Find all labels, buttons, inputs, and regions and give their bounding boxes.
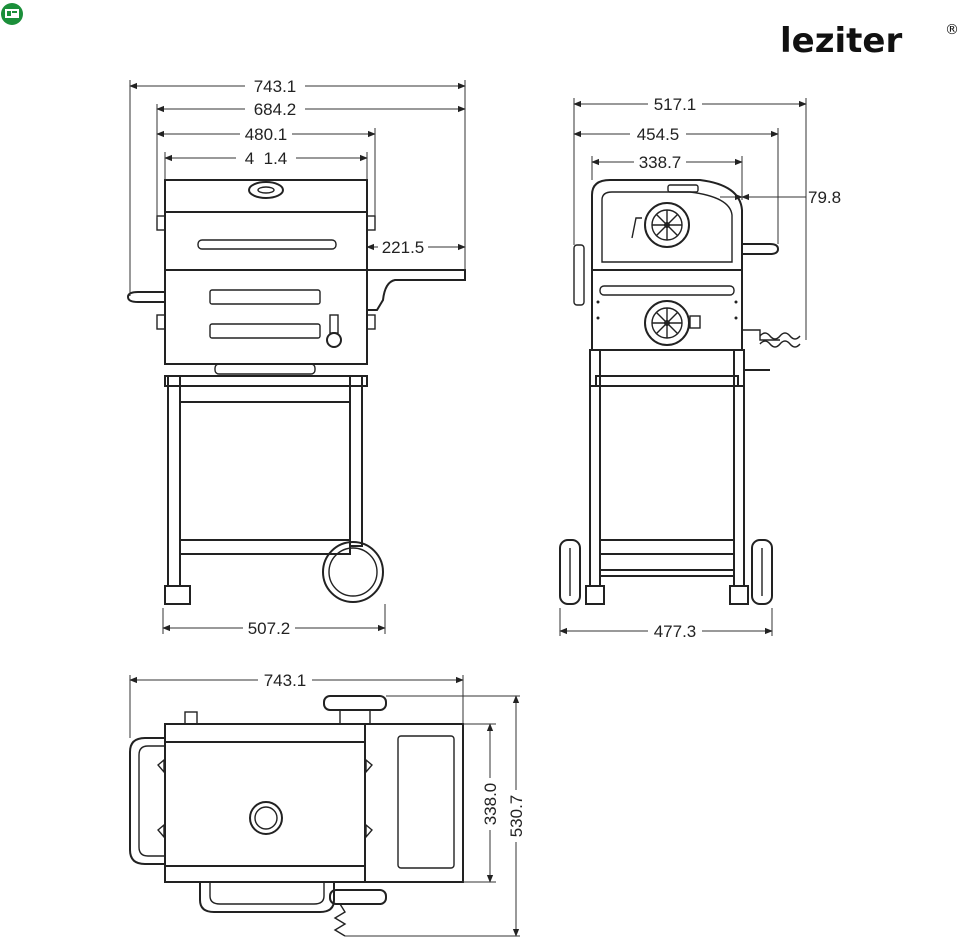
dim-top-overall-depth: 530.7 [507, 795, 526, 838]
firebox-fan-vent-icon [644, 300, 690, 346]
dim-side-lid-depth: 338.7 [639, 153, 682, 172]
store-badge-icon [1, 3, 23, 25]
dim-front-shelves-width: 684.2 [254, 100, 297, 119]
brand-name: leziter [780, 21, 902, 61]
registered-mark: ® [945, 22, 959, 38]
thermometer-icon [248, 181, 284, 199]
top-knob-icon [323, 695, 387, 725]
wheel-icon [322, 541, 384, 603]
ignition-knob-icon [326, 314, 342, 348]
top-view [129, 695, 464, 937]
top-dimensions: 743.1 338.0 530.7 [129, 671, 526, 937]
side-dimensions: 517.1 454.5 338.7 79.8 477.3 [559, 95, 841, 641]
front-view [126, 179, 466, 605]
left-wheel-icon [559, 539, 581, 605]
dim-side-overall-depth: 517.1 [654, 95, 697, 114]
dim-top-overall-width: 743.1 [264, 671, 307, 690]
dim-side-handle-depth: 454.5 [637, 125, 680, 144]
crank-handle-icon [742, 329, 801, 348]
dim-top-body-depth: 338.0 [481, 783, 500, 826]
top-thermometer-icon [249, 801, 283, 835]
dim-front-shelf-depth: 221.5 [382, 238, 425, 257]
lid-fan-vent-icon [644, 202, 690, 248]
dim-front-body-width: 480.1 [245, 125, 288, 144]
brand-logo: leziter ® [780, 21, 959, 61]
dim-front-lid-width: 4 1.4 [245, 149, 288, 168]
side-view [559, 179, 801, 605]
dim-front-overall-width: 743.1 [254, 77, 297, 96]
dim-side-base-depth: 477.3 [654, 622, 697, 641]
dim-front-base-width: 507.2 [248, 619, 291, 638]
dim-side-lid-handle: 79.8 [808, 188, 841, 207]
bottom-knob-icon [329, 889, 387, 937]
front-dimensions: 743.1 684.2 480.1 4 1.4 221.5 507.2 [129, 77, 466, 638]
right-wheel-icon [751, 539, 773, 605]
